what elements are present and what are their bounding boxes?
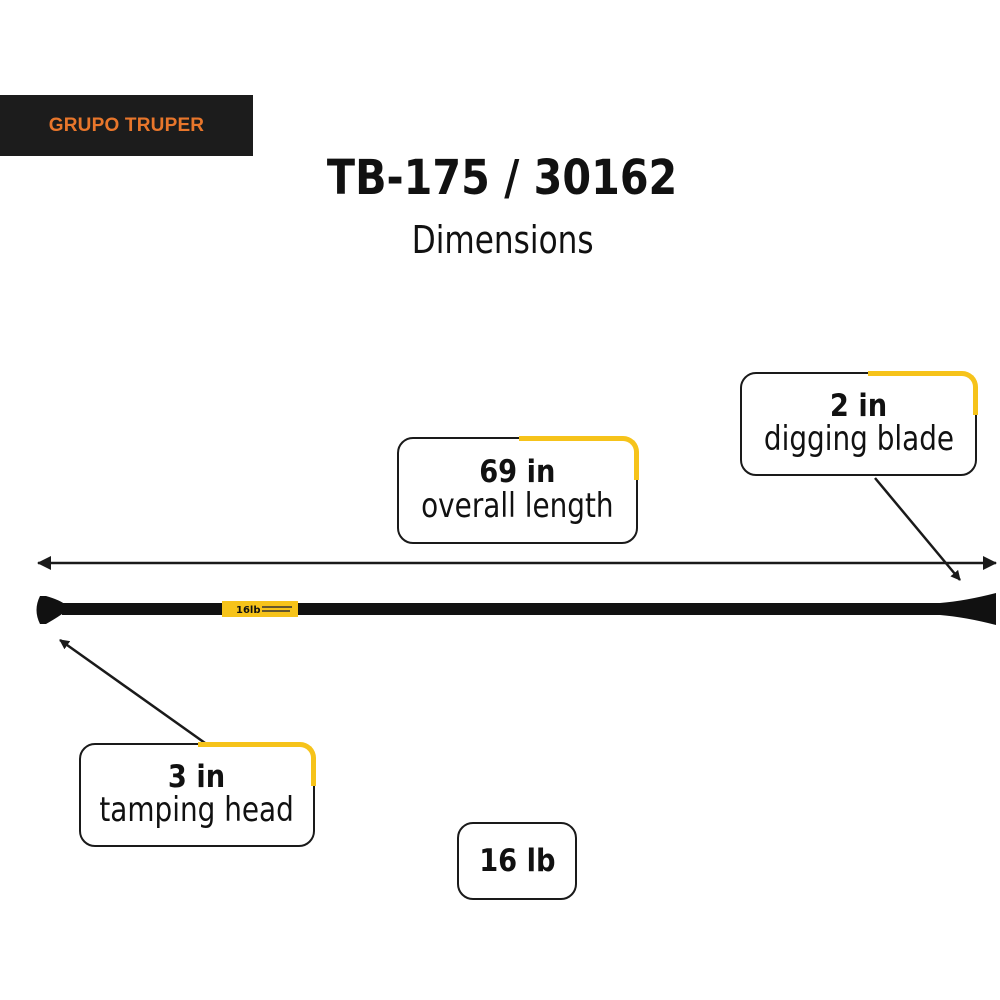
tamping-head-callout: 3 in tamping head [79, 742, 316, 847]
callout-accent [198, 742, 316, 786]
bar-shaft [62, 603, 942, 615]
tamping-head-label: tamping head [99, 790, 295, 831]
overall-length-value: 69 in [479, 454, 556, 491]
page-subtitle: Dimensions [411, 218, 594, 262]
digging-blade-shape [940, 593, 996, 625]
tamping-head-value: 3 in [168, 758, 226, 795]
brand-name: GRUPO TRUPER [48, 114, 205, 136]
digging-blade-label: digging blade [763, 419, 954, 460]
callout-accent [519, 436, 639, 480]
weight-callout: 16 lb [457, 822, 577, 900]
overall-length-label: overall length [421, 485, 614, 526]
brand-badge: GRUPO TRUPER [0, 95, 253, 156]
page-title: TB-175 / 30162 [326, 150, 678, 206]
callout-accent [868, 371, 978, 415]
weight-value: 16 lb [478, 842, 556, 879]
tamping-head-shape [36, 596, 66, 624]
digging-blade-value: 2 in [829, 387, 888, 424]
blade-pointer-arrow [874, 477, 961, 581]
bar-label-sticker [222, 601, 298, 617]
head-pointer-arrow [59, 638, 206, 745]
overall-length-callout: 69 in overall length [397, 436, 639, 544]
digging-blade-callout: 2 in digging blade [740, 371, 978, 476]
bar-weight-mark: 16lb [236, 605, 261, 616]
tamping-bar: 16lb [36, 593, 996, 625]
